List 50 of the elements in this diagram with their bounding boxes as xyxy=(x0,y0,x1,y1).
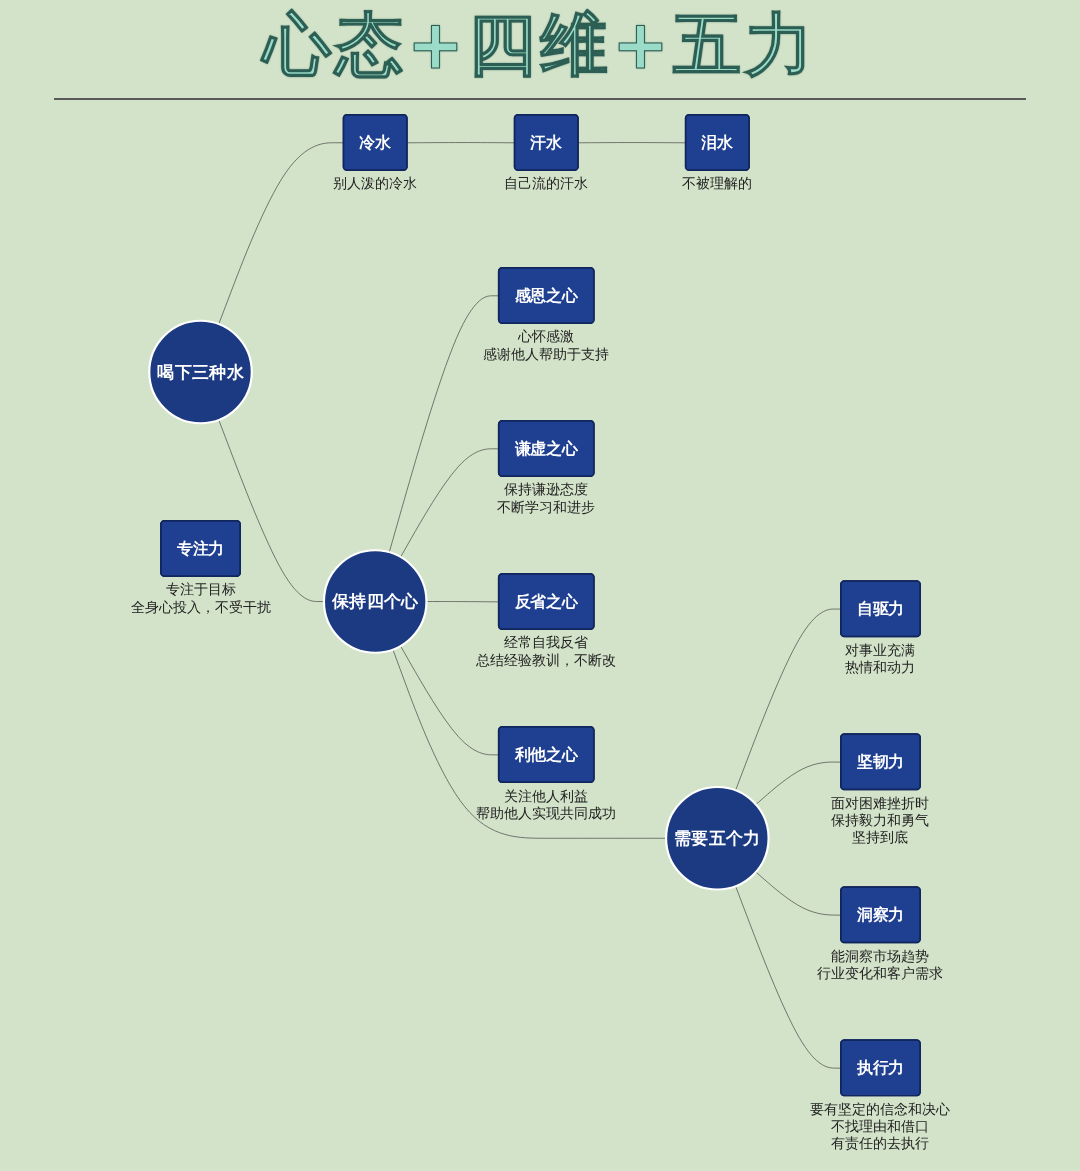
process-box: 自驱力 xyxy=(839,580,921,638)
caption-text: 能洞察市场趋势 xyxy=(830,947,929,964)
caption-text: 自己流的汗水 xyxy=(503,175,588,192)
connector-line xyxy=(399,448,499,558)
process-box: 执行力 xyxy=(839,1039,921,1097)
process-box: 汗水 xyxy=(513,114,579,172)
caption-text: 要有坚定的信念和决心 xyxy=(809,1101,950,1117)
caption-text: 不找理由和借口 xyxy=(830,1118,929,1135)
connector-line xyxy=(577,142,686,144)
caption-text: 保持谦逊态度 xyxy=(503,481,588,498)
process-box: 感恩之心 xyxy=(497,267,595,325)
connector-line xyxy=(388,295,499,553)
caption-text: 感谢他人帮助于支持 xyxy=(482,345,609,362)
process-box: 坚韧力 xyxy=(839,733,921,791)
connector-line xyxy=(734,608,841,791)
caption-text: 经常自我反省 xyxy=(503,634,588,651)
process-box: 专注力 xyxy=(159,520,241,578)
process-box: 冷水 xyxy=(342,114,408,172)
caption-text: 专注于目标 xyxy=(165,581,236,598)
caption-text: 总结经验教训，不断改 xyxy=(475,652,616,668)
connector-line xyxy=(755,761,841,806)
caption-text: 有责任的去执行 xyxy=(830,1135,929,1152)
process-box: 反省之心 xyxy=(497,573,595,631)
caption-text: 全身心投入，不受干扰 xyxy=(130,598,271,615)
circle-node: 需要五个力 xyxy=(664,786,770,891)
caption-text: 保持毅力和勇气 xyxy=(830,812,929,829)
process-box: 谦虚之心 xyxy=(497,420,595,478)
caption-text: 帮助他人实现共同成功 xyxy=(475,805,616,822)
connector-line xyxy=(217,419,324,603)
caption-text: 关注他人利益 xyxy=(503,787,588,804)
connector-line xyxy=(734,886,841,1069)
caption-text: 不被理解的 xyxy=(681,175,752,192)
process-box: 泪水 xyxy=(684,114,750,172)
caption-text: 心怀感激 xyxy=(517,328,574,345)
caption-text: 行业变化和客户需求 xyxy=(816,965,943,982)
connector-line xyxy=(392,649,666,839)
connector-line xyxy=(406,142,515,144)
caption-text: 热情和动力 xyxy=(844,659,915,676)
caption-text: 不断学习和进步 xyxy=(496,499,595,515)
process-box: 利他之心 xyxy=(497,726,595,784)
caption-text: 对事业充满 xyxy=(844,641,915,658)
caption-text: 面对困难挫折时 xyxy=(830,794,929,811)
circle-node: 保持四个心 xyxy=(322,549,428,655)
connector-line xyxy=(755,871,841,916)
connector-line xyxy=(399,645,499,756)
connector-line xyxy=(425,601,499,603)
process-box: 洞察力 xyxy=(839,886,921,944)
caption-text: 别人泼的冷水 xyxy=(332,175,417,192)
caption-text: 坚持到底 xyxy=(851,829,908,846)
circle-node: 喝下三种水 xyxy=(147,319,253,425)
